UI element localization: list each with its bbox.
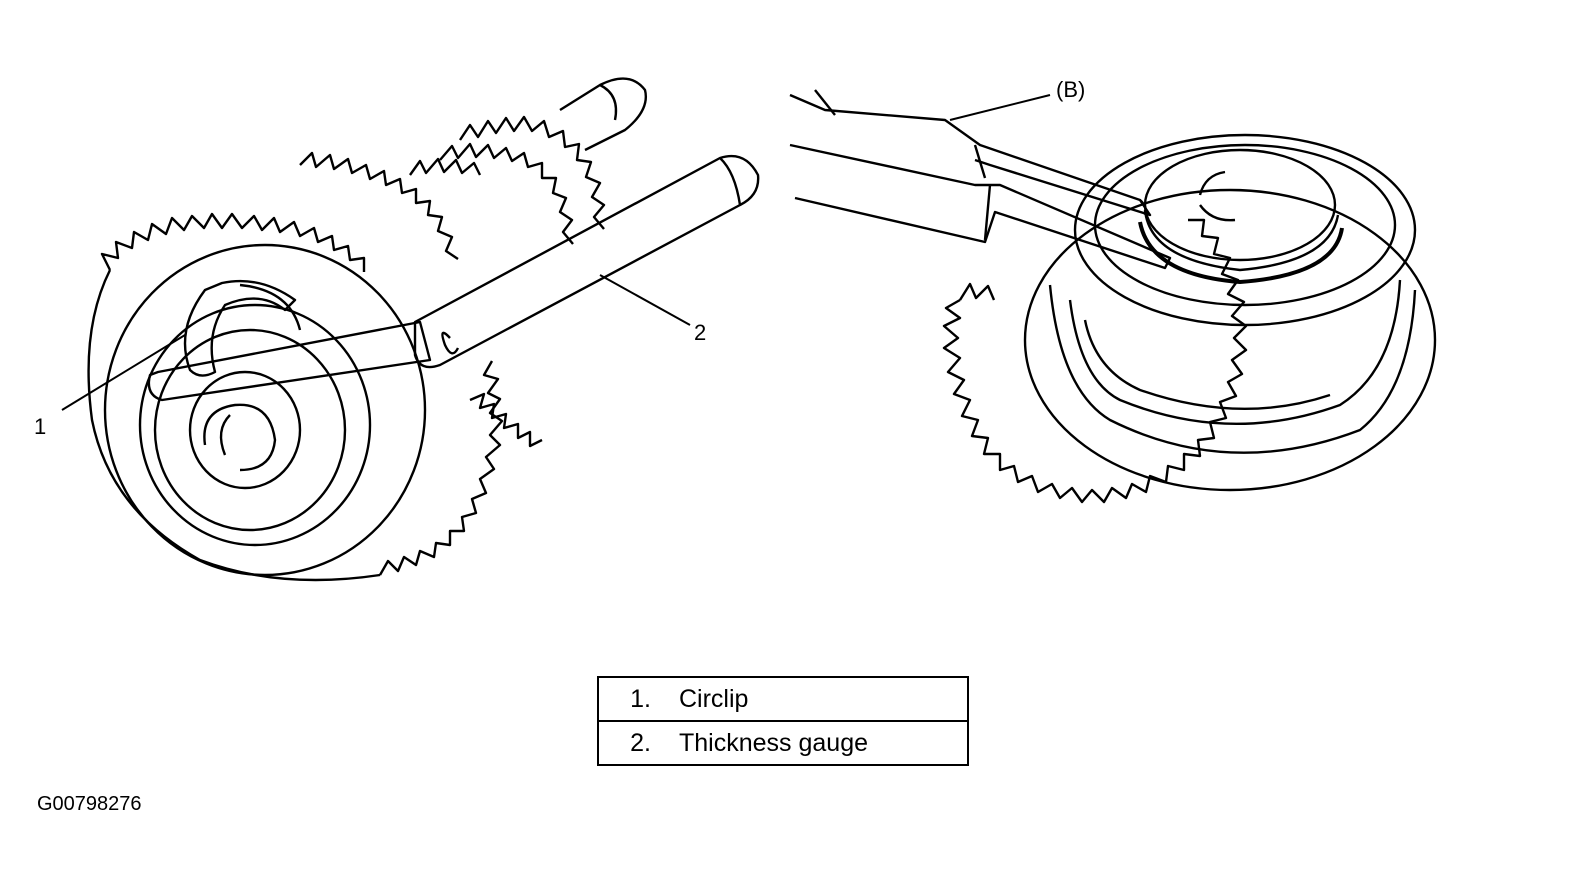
gear-shaft-assembly [61,77,760,582]
callout-2-leader [599,274,691,326]
legend-row: 2. Thickness gauge [597,720,969,766]
right-hub-base [1023,188,1437,492]
legend-cell: 1. Circlip [597,676,969,722]
legend-row: 1. Circlip [597,676,969,722]
circlip [183,279,297,377]
legend-number: 2. [630,728,651,757]
legend-table: 1. Circlip 2. Thickness gauge [597,676,969,766]
callout-b-label: (B) [1056,77,1085,102]
legend-label: Thickness gauge [679,728,869,757]
callout-1-leader [61,334,186,411]
thickness-gauge [147,320,432,402]
circlip-pliers [789,93,1152,217]
legend-label: Circlip [679,684,749,713]
callout-2-label: 2 [694,320,706,345]
shaft-end [559,77,647,152]
right-shaft-boss [1143,148,1337,262]
legend-cell: 2. Thickness gauge [597,720,969,766]
hub-outer-ring [103,243,427,577]
front-gear-teeth [100,212,366,272]
figure-id: G00798276 [37,793,142,815]
shaft-boss [188,370,302,490]
legend-number: 1. [630,684,651,713]
gear-with-pliers [789,89,1437,504]
right-gear-teeth [942,218,1248,504]
rear-gear-teeth [459,115,606,230]
middle-gear-teeth [299,151,459,260]
callout-1-label: 1 [34,414,46,439]
callout-b-leader [949,94,1051,121]
